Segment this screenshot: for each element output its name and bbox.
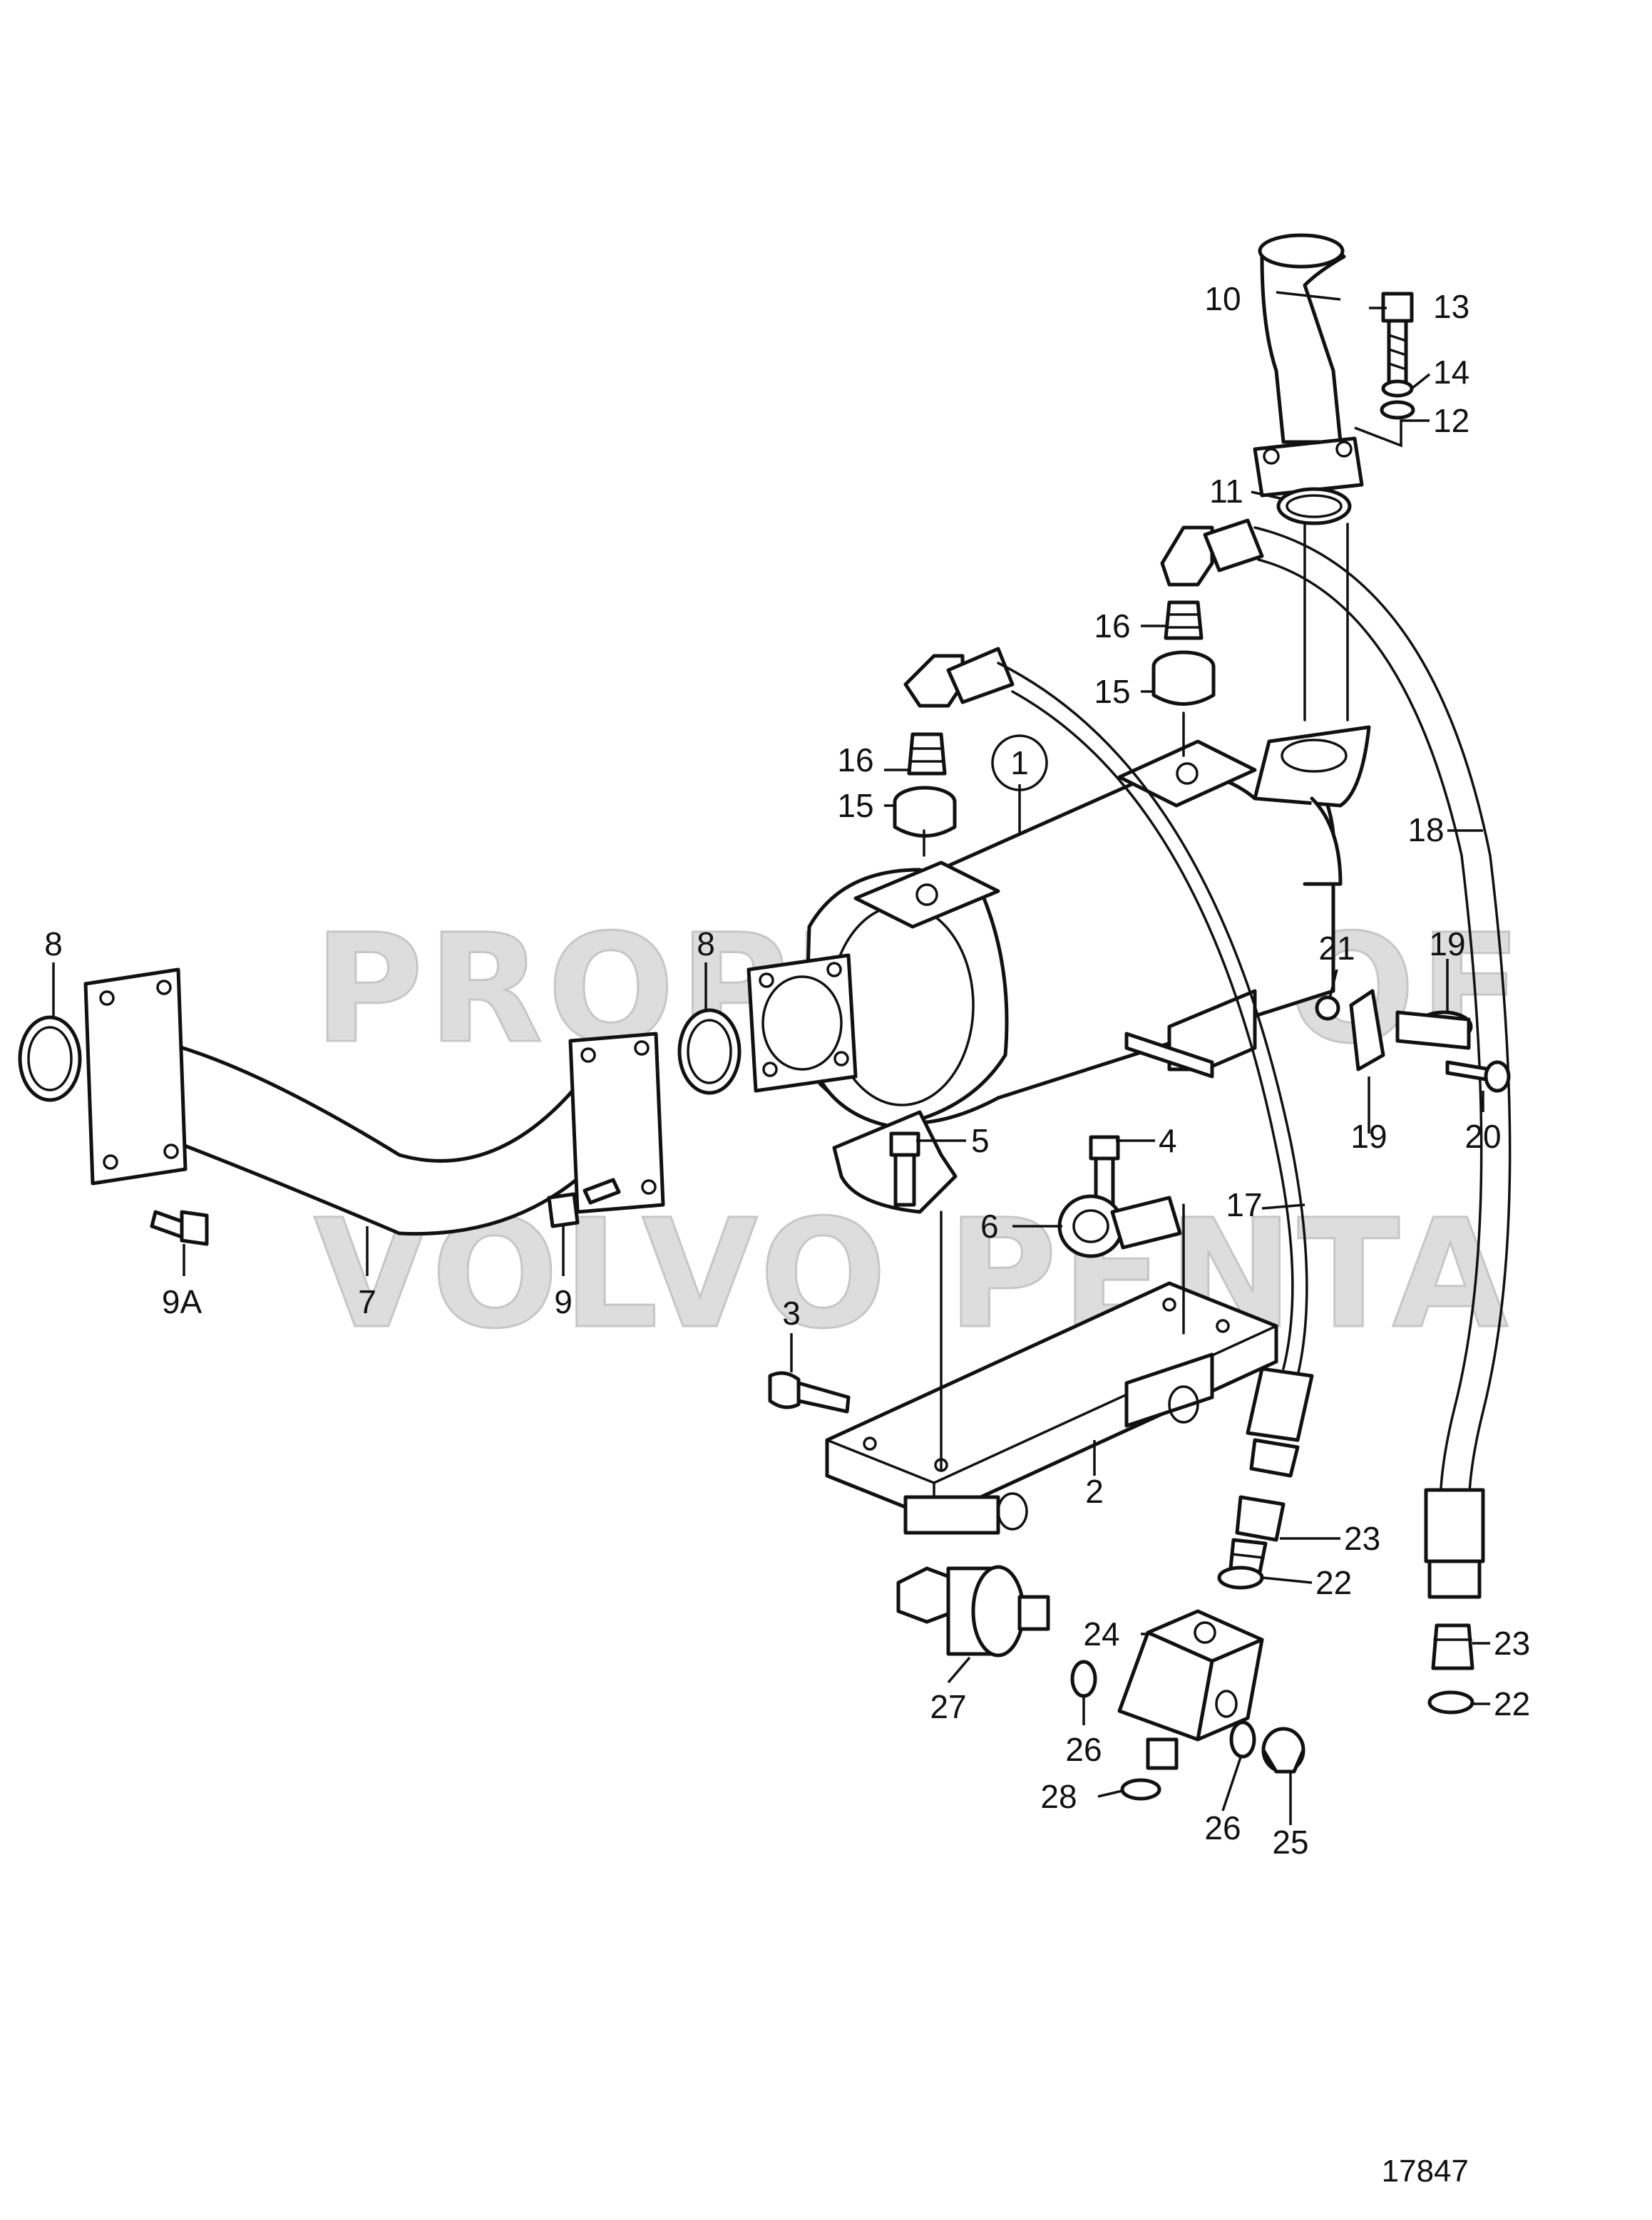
callout-2: 2 [1085,1473,1104,1510]
callout-19-bottom: 19 [1350,1118,1387,1155]
part-exhaust-elbow [1253,233,1364,498]
callout-7: 7 [358,1283,376,1320]
part-hose-17 [903,647,1314,1542]
part-sensor-27 [896,1565,1050,1658]
callout-20: 20 [1464,1118,1501,1155]
part-oring-8-right [677,1008,742,1095]
part-oring-11 [1276,487,1352,525]
part-oring-8-left [18,1015,82,1102]
callout-9a: 9A [162,1283,202,1320]
callout-26-right: 26 [1204,1809,1241,1846]
callout-10: 10 [1204,280,1241,317]
callout-16-left: 16 [837,741,873,778]
part-nut-15-left [893,786,957,838]
callout-18: 18 [1407,811,1444,848]
callouts: 1 2 3 4 5 6 7 8 8 9 9A 10 11 12 13 14 15… [44,280,1530,1861]
part-block-24 [1117,1609,1264,1770]
part-adapter-23-right [1431,1623,1474,1670]
callout-3: 3 [782,1295,801,1332]
callout-4: 4 [1159,1122,1177,1159]
callout-11: 11 [1209,473,1243,510]
centerlines [923,711,1185,1470]
callout-13: 13 [1433,288,1469,325]
part-washer-22-left [1217,1566,1264,1590]
part-washer-26-right [1229,1720,1256,1759]
callout-9: 9 [554,1283,573,1320]
drawing-number: 17847 [1382,2154,1469,2189]
callout-17: 17 [1226,1186,1262,1223]
part-bolt-5 [889,1131,920,1207]
part-nut-15-right [1151,650,1216,706]
part-washer-28 [1120,1778,1161,1801]
callout-28: 28 [1040,1778,1077,1815]
callout-8-right: 8 [697,925,715,962]
part-fitting-16-right [1164,600,1204,640]
part-washer-22-right [1427,1690,1474,1715]
part-bolt-3 [768,1371,851,1414]
leader-lines [52,291,1490,1825]
part-bolt-13 [1381,292,1414,387]
part-bracket-2 [825,1281,1278,1535]
callout-circle-1 [991,734,1048,791]
part-plug-25 [1261,1727,1305,1774]
callout-22-right: 22 [1494,1685,1530,1722]
callout-25: 25 [1272,1824,1308,1861]
part-washer-26-left [1070,1660,1097,1698]
part-bolt-9 [547,1178,621,1228]
callout-15-right: 15 [1094,673,1130,710]
callout-16-right: 16 [1094,607,1130,644]
part-clamp-19-assembly [1349,989,1473,1072]
part-nut-21 [1315,995,1340,1021]
callout-12: 12 [1433,402,1469,439]
part-bolt-9a [150,1210,209,1246]
callout-15-left: 15 [837,787,873,824]
callout-26-left: 26 [1065,1731,1102,1768]
part-hose-18 [1160,518,1512,1599]
callout-1: 1 [1010,744,1029,781]
callout-21: 21 [1318,930,1355,967]
callout-23-right: 23 [1494,1625,1530,1662]
part-clamp-6 [1057,1194,1182,1258]
part-bolt-4 [1089,1135,1120,1207]
callout-23-left: 23 [1344,1520,1380,1557]
callout-22-left: 22 [1315,1564,1352,1601]
part-bolt-20 [1445,1060,1511,1093]
part-washer-12 [1380,400,1415,420]
callout-6: 6 [980,1208,999,1245]
part-washer-14 [1381,379,1414,398]
part-exhaust-pipe-7 [83,967,665,1236]
callout-24: 24 [1083,1615,1119,1653]
callout-5: 5 [971,1122,990,1159]
callout-19-top: 19 [1429,925,1465,962]
callout-14: 14 [1433,354,1469,391]
part-riser-pipe [1303,523,1349,721]
callout-27: 27 [930,1688,966,1725]
part-fitting-16-left [907,732,947,776]
part-exhaust-flange-gasket [747,953,858,1093]
callout-8-left: 8 [44,925,63,962]
